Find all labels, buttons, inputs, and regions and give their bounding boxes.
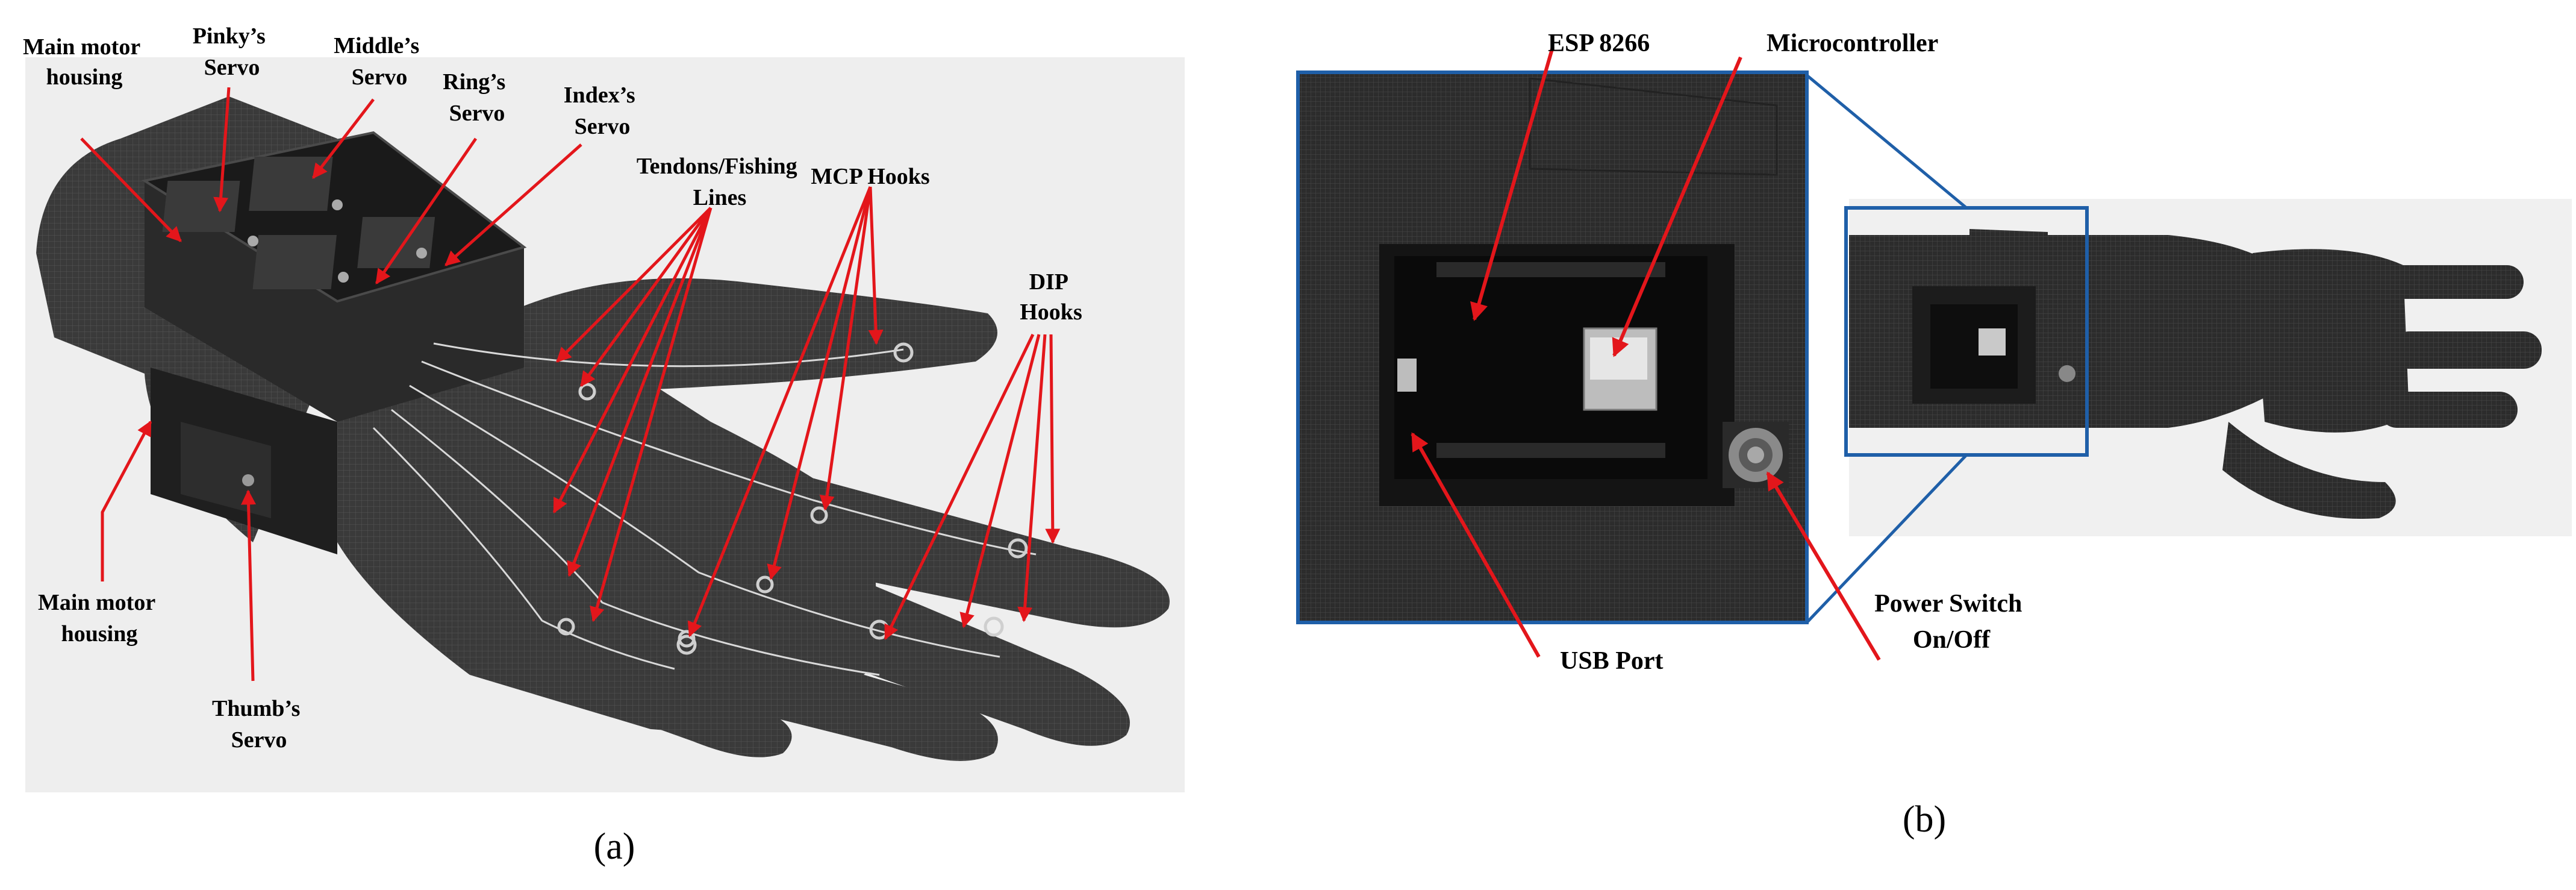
zoom-line-top — [1806, 74, 1968, 209]
zoom-line-bottom — [1806, 454, 1968, 624]
zoom-inset-frame — [1296, 71, 1809, 624]
panel-a: Main motor housing Pinky’s Servo Middle’… — [23, 24, 1185, 867]
finger-b-3 — [2379, 392, 2518, 428]
finger-middle — [741, 530, 1130, 746]
label-pinky-servo: Pinky’s Servo — [193, 24, 272, 80]
arrow-pinky-servo — [213, 87, 231, 213]
label-index-servo: Index’s Servo — [564, 83, 641, 139]
arrow-main-motor-top — [80, 137, 182, 242]
label-mcp-hooks: MCP Hooks — [811, 164, 929, 189]
arrows-panel-a — [80, 87, 1061, 682]
hooks — [557, 342, 1028, 655]
arrow-mcp-3 — [767, 186, 872, 580]
arrow-mcp-2 — [819, 186, 872, 511]
arrow-esp8266 — [1470, 46, 1555, 321]
finger-b-1 — [2385, 265, 2524, 299]
thumb-b — [2222, 422, 2396, 519]
label-ring-servo: Ring’s Servo — [443, 69, 511, 126]
arrow-microcontroller — [1612, 56, 1742, 357]
arrow-dip-4 — [884, 333, 1035, 641]
arrow-index-servo — [444, 143, 582, 266]
label-usb-port: USB Port — [1560, 647, 1664, 675]
caption-a: (a) — [594, 826, 635, 867]
hand-model-a — [36, 96, 1170, 761]
arrow-dip-1 — [1045, 334, 1061, 544]
finger-pinky — [602, 651, 792, 757]
arrow-mcp-1 — [868, 186, 884, 345]
arrow-middle-servo — [312, 98, 375, 179]
labels-panel-b: ESP 8266 Microcontroller USB Port Power … — [1548, 30, 2029, 840]
arrows-panel-b — [1411, 46, 1881, 661]
arrow-thumb-servo — [241, 489, 257, 682]
arrow-tendon-3 — [552, 207, 713, 514]
label-main-motor-housing-bottom: Main motor housing — [38, 590, 161, 647]
palm — [337, 302, 879, 731]
label-power-switch: Power Switch On/Off — [1874, 590, 2029, 654]
hand-model-b — [1849, 229, 2542, 519]
arrow-usb-port — [1411, 432, 1541, 658]
arrow-dip-3 — [959, 334, 1041, 628]
arrow-tendon-2 — [579, 207, 713, 387]
label-esp8266: ESP 8266 — [1548, 30, 1650, 57]
finger-b-2 — [2391, 331, 2542, 369]
arrow-main-motor-bottom — [101, 420, 152, 581]
palm-b — [2253, 249, 2409, 433]
forearm-b — [1849, 235, 2265, 428]
arrow-tendon-5 — [590, 207, 713, 622]
label-main-motor-housing-top: Main motor housing — [23, 34, 146, 90]
arrow-dip-2 — [1017, 334, 1047, 622]
arrow-mcp-4 — [687, 186, 872, 638]
label-thumb-servo: Thumb’s Servo — [212, 696, 306, 753]
caption-b: (b) — [1903, 799, 1946, 840]
tendon-lines — [372, 342, 1037, 676]
labels-panel-a: Main motor housing Pinky’s Servo Middle’… — [23, 24, 1082, 867]
panel-b: ESP 8266 Microcontroller USB Port Power … — [1296, 30, 2572, 840]
label-tendons: Tendons/Fishing Lines — [637, 154, 803, 210]
label-microcontroller: Microcontroller — [1767, 30, 1938, 57]
arrow-tendon-4 — [567, 207, 713, 577]
arrow-ring-servo — [375, 137, 478, 285]
finger-index — [693, 446, 1170, 628]
zoom-inset — [1298, 72, 1807, 622]
label-middle-servo: Middle’s Servo — [334, 33, 425, 90]
arrow-tendon-1 — [556, 207, 712, 363]
arrow-power-switch — [1766, 471, 1881, 661]
label-dip-hooks: DIP Hooks — [1020, 269, 1082, 325]
